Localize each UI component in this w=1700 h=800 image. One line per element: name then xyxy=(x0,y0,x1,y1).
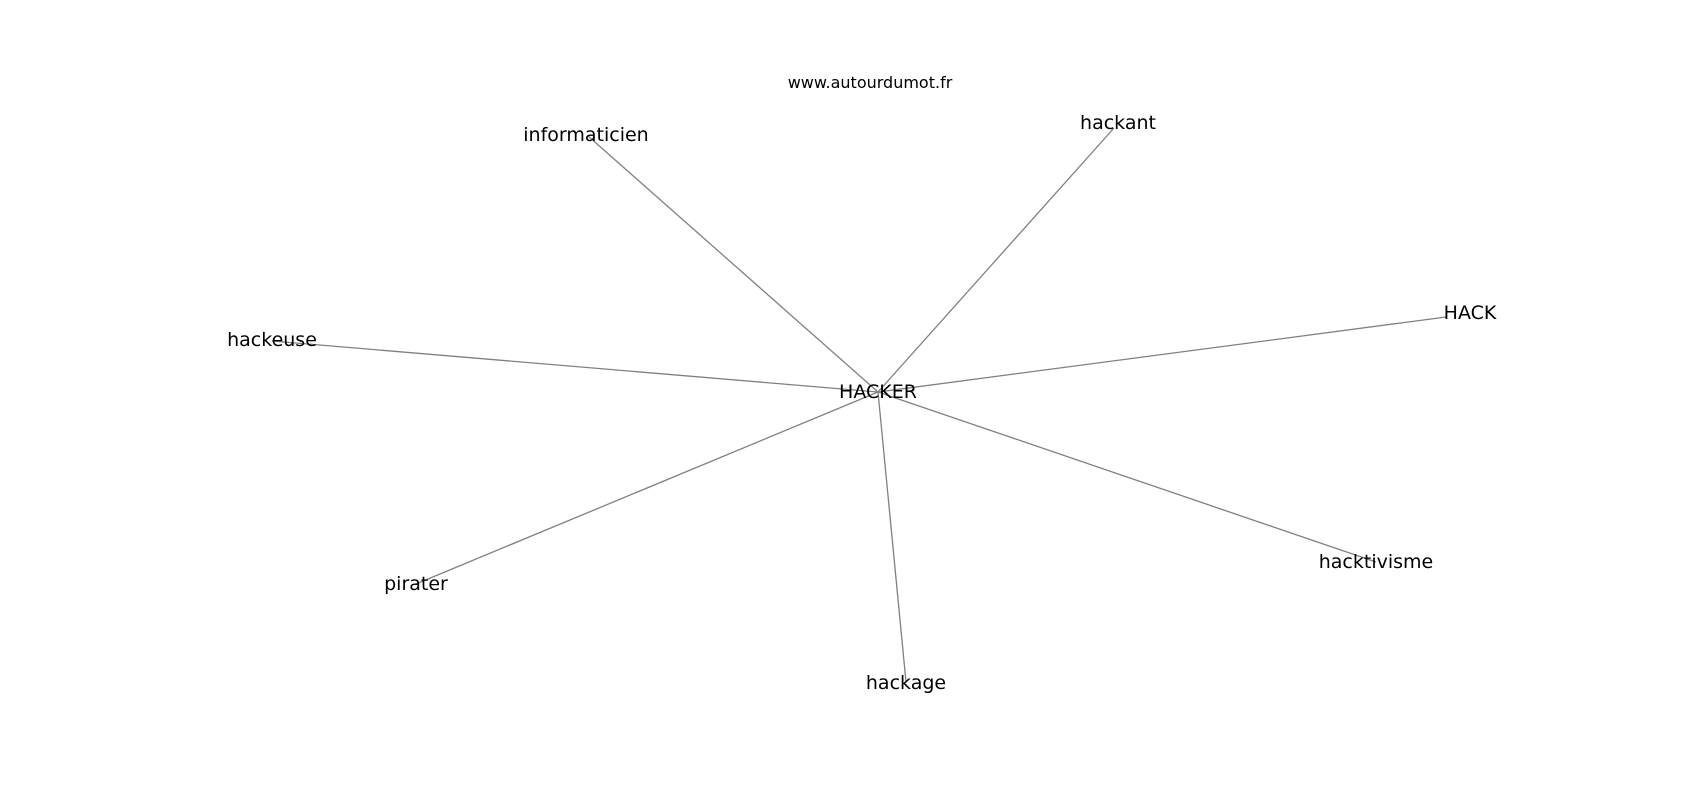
nodes: HACKER informaticien hackant HACK hackti… xyxy=(227,112,1497,694)
node-hackage: hackage xyxy=(866,672,946,694)
edge-hacktivisme xyxy=(877,391,1377,563)
edge-hackeuse xyxy=(271,340,879,393)
edge-hackant xyxy=(877,127,1115,393)
node-hackeuse: hackeuse xyxy=(227,329,317,351)
node-center-hacker: HACKER xyxy=(839,381,917,403)
edge-informaticien xyxy=(587,135,879,393)
edge-hackage xyxy=(877,391,907,683)
edge-hack xyxy=(877,316,1447,393)
node-hack: HACK xyxy=(1444,302,1497,324)
node-hackant: hackant xyxy=(1080,112,1156,134)
node-pirater: pirater xyxy=(384,573,448,595)
node-hacktivisme: hacktivisme xyxy=(1319,551,1433,573)
source-url: www.autourdumot.fr xyxy=(788,73,953,92)
edge-pirater xyxy=(415,391,879,585)
node-informaticien: informaticien xyxy=(523,124,648,146)
edges xyxy=(271,127,1447,683)
